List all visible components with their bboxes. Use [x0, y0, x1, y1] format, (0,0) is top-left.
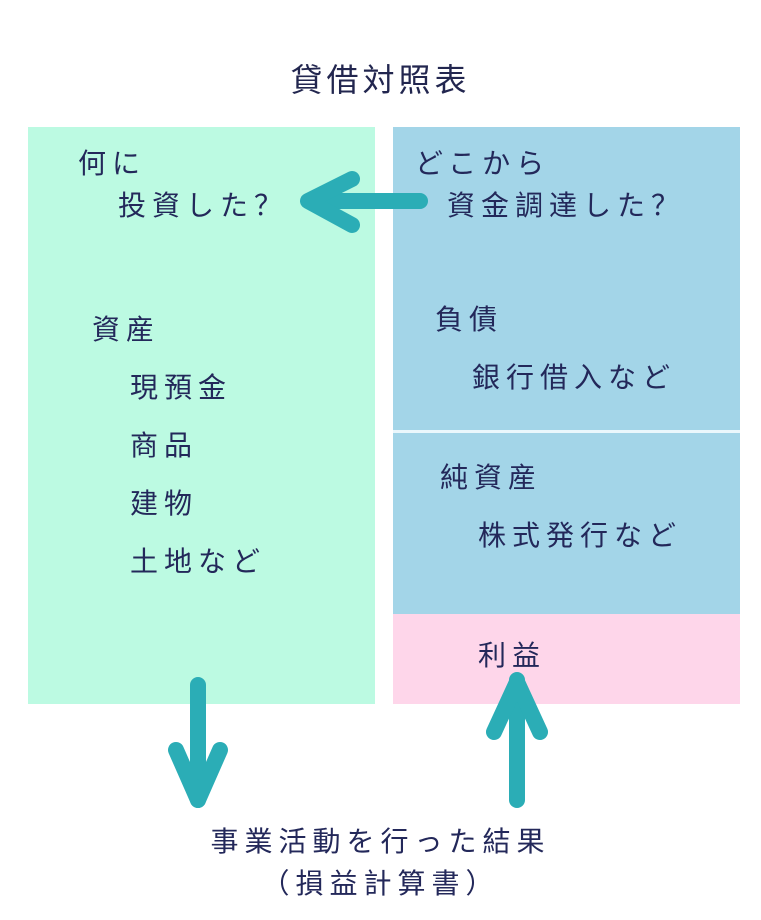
equity-example: 株式発行など: [478, 519, 683, 552]
asset-item: 現預金: [130, 371, 233, 404]
up-arrow-icon: [486, 672, 548, 808]
assets-box: [28, 127, 375, 704]
equity-box: [393, 433, 740, 614]
asset-item: 商品: [130, 429, 199, 462]
asset-item: 建物: [130, 487, 199, 520]
liabilities-example: 銀行借入など: [472, 361, 677, 394]
left-arrow-icon: [300, 171, 428, 233]
assets-heading: 資産: [92, 313, 161, 346]
assets-question-line1: 何に: [78, 147, 147, 180]
assets-question-line2: 投資した？: [118, 189, 289, 222]
down-arrow-icon: [168, 677, 228, 808]
profit-heading: 利益: [478, 639, 547, 672]
liabilities-box: [393, 127, 740, 430]
equity-heading: 純資産: [440, 461, 543, 494]
funding-question-line1: どこから: [415, 147, 551, 180]
asset-item: 土地など: [130, 545, 267, 578]
diagram-title: 貸借対照表: [290, 61, 471, 99]
liabilities-heading: 負債: [435, 303, 504, 336]
funding-question-line2: 資金調達した？: [447, 189, 686, 222]
result-line2: （損益計算書）: [261, 867, 500, 900]
profit-box: [393, 614, 740, 704]
divider: [393, 430, 740, 433]
result-line1: 事業活動を行った結果: [210, 825, 551, 858]
